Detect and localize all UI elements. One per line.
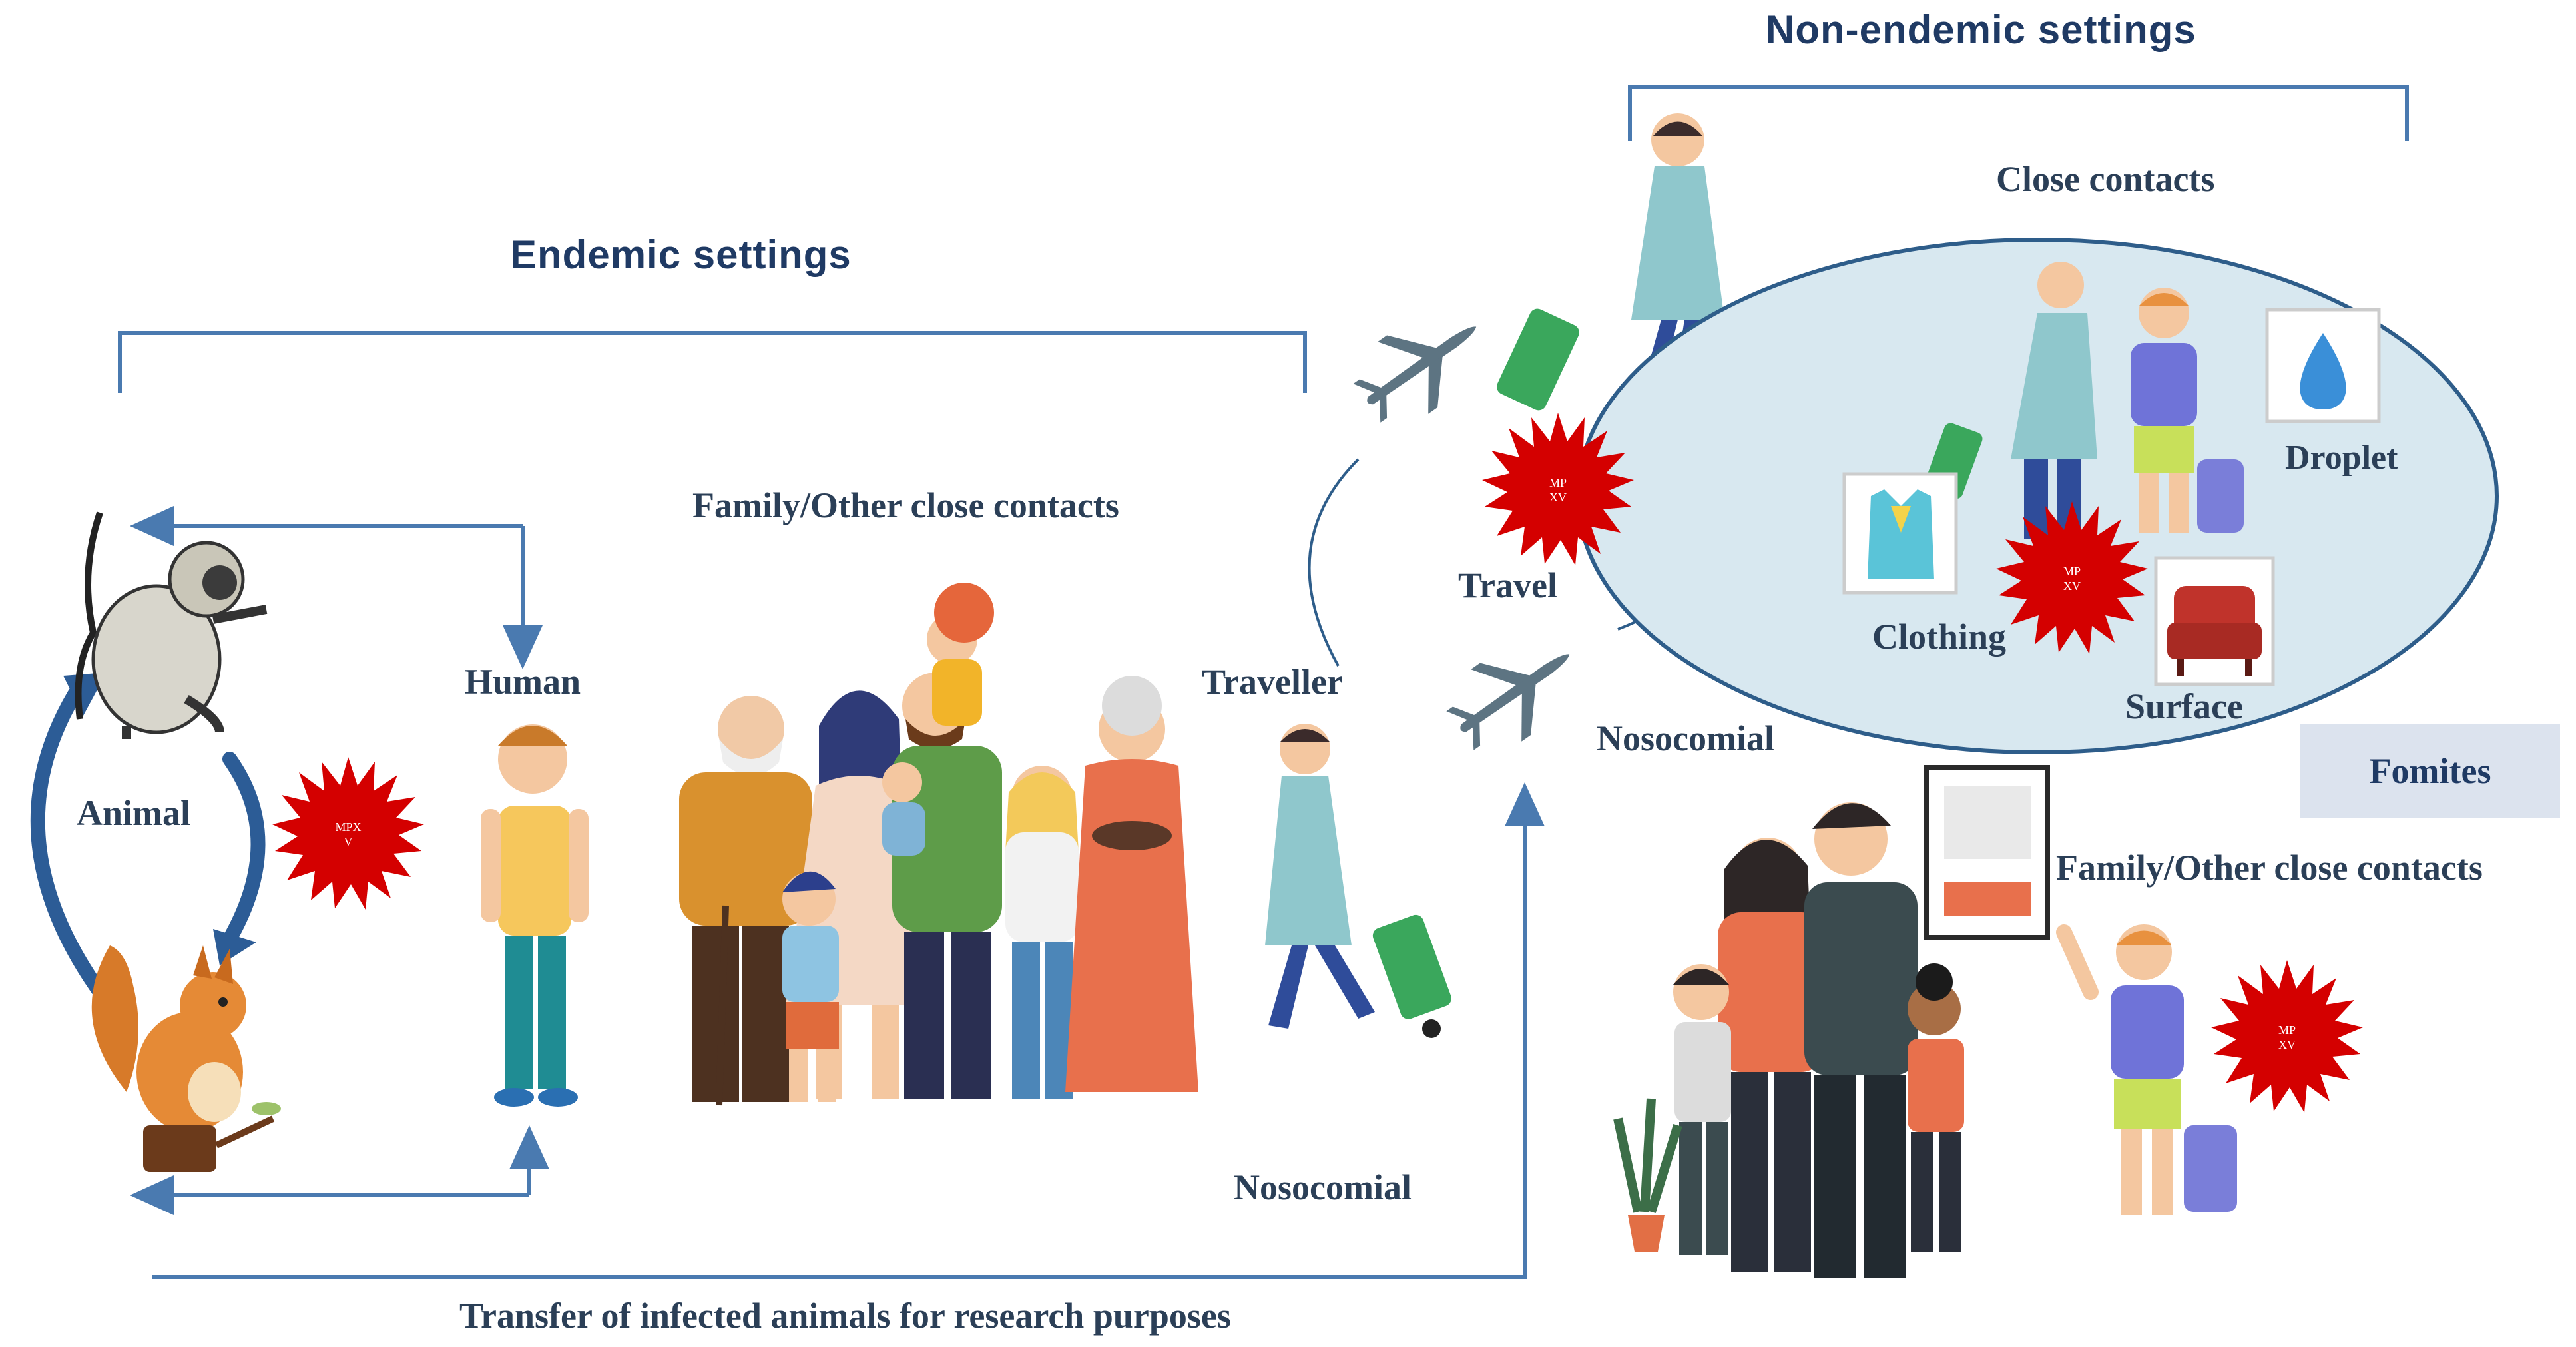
surface-label: Surface	[2125, 686, 2243, 726]
animal-label: Animal	[77, 793, 191, 833]
endemic-settings-title: Endemic settings	[510, 232, 852, 277]
nosocomial-bottom-label: Nosocomial	[1234, 1167, 1412, 1207]
svg-text:V: V	[344, 835, 353, 848]
non-endemic-settings-title: Non-endemic settings	[1766, 7, 2196, 52]
family-group-left	[679, 583, 1198, 1106]
virus-icon-right: MP XV	[2211, 960, 2363, 1113]
droplet-icon	[2265, 308, 2381, 423]
fomites-box: Fomites	[2300, 724, 2560, 818]
family-group-right	[1613, 802, 1964, 1278]
framed-picture	[1924, 765, 2050, 940]
virus-icon-left: MPX V	[272, 757, 424, 910]
family-right-label: Family/Other close contacts	[2056, 848, 2483, 888]
ellipse-people	[1924, 262, 2244, 539]
svg-text:XV: XV	[1549, 491, 1567, 504]
clothing-icon	[1842, 472, 1958, 595]
travel-label: Travel	[1458, 565, 1557, 605]
animal-human-arrows	[130, 506, 549, 1215]
plane-icon-lower	[1434, 618, 1595, 767]
transfer-arrow	[152, 782, 1545, 1279]
squirrel-illustration	[91, 945, 281, 1172]
svg-text:XV: XV	[2278, 1038, 2296, 1051]
surface-chair-icon	[2154, 556, 2275, 686]
non-endemic-bracket	[1628, 85, 2409, 141]
svg-text:XV: XV	[2063, 579, 2081, 593]
svg-text:MP: MP	[2278, 1023, 2296, 1037]
svg-text:MP: MP	[2063, 565, 2081, 578]
family-left-label: Family/Other close contacts	[692, 485, 1119, 525]
nosocomial-right-label: Nosocomial	[1597, 718, 1774, 758]
svg-text:MPX: MPX	[335, 820, 361, 834]
waving-person-figure	[2056, 924, 2237, 1215]
endemic-bracket	[118, 331, 1307, 393]
virus-icon-ellipse: MP XV	[1996, 501, 2148, 654]
plane-icon-upper	[1341, 290, 1502, 439]
transfer-label: Transfer of infected animals for researc…	[459, 1296, 1231, 1336]
monkey-illustration	[75, 511, 268, 739]
close-contacts-label: Close contacts	[1996, 159, 2215, 199]
traveller-label: Traveller	[1202, 662, 1343, 702]
virus-icon-travel: MP XV	[1482, 413, 1634, 565]
clothing-label: Clothing	[1872, 617, 2007, 657]
droplet-label: Droplet	[2285, 439, 2398, 477]
fomites-label: Fomites	[2369, 751, 2491, 791]
human-figure	[481, 724, 589, 1107]
traveller-figure	[1265, 724, 1451, 1038]
human-label: Human	[465, 662, 581, 702]
svg-text:MP: MP	[1549, 476, 1567, 489]
